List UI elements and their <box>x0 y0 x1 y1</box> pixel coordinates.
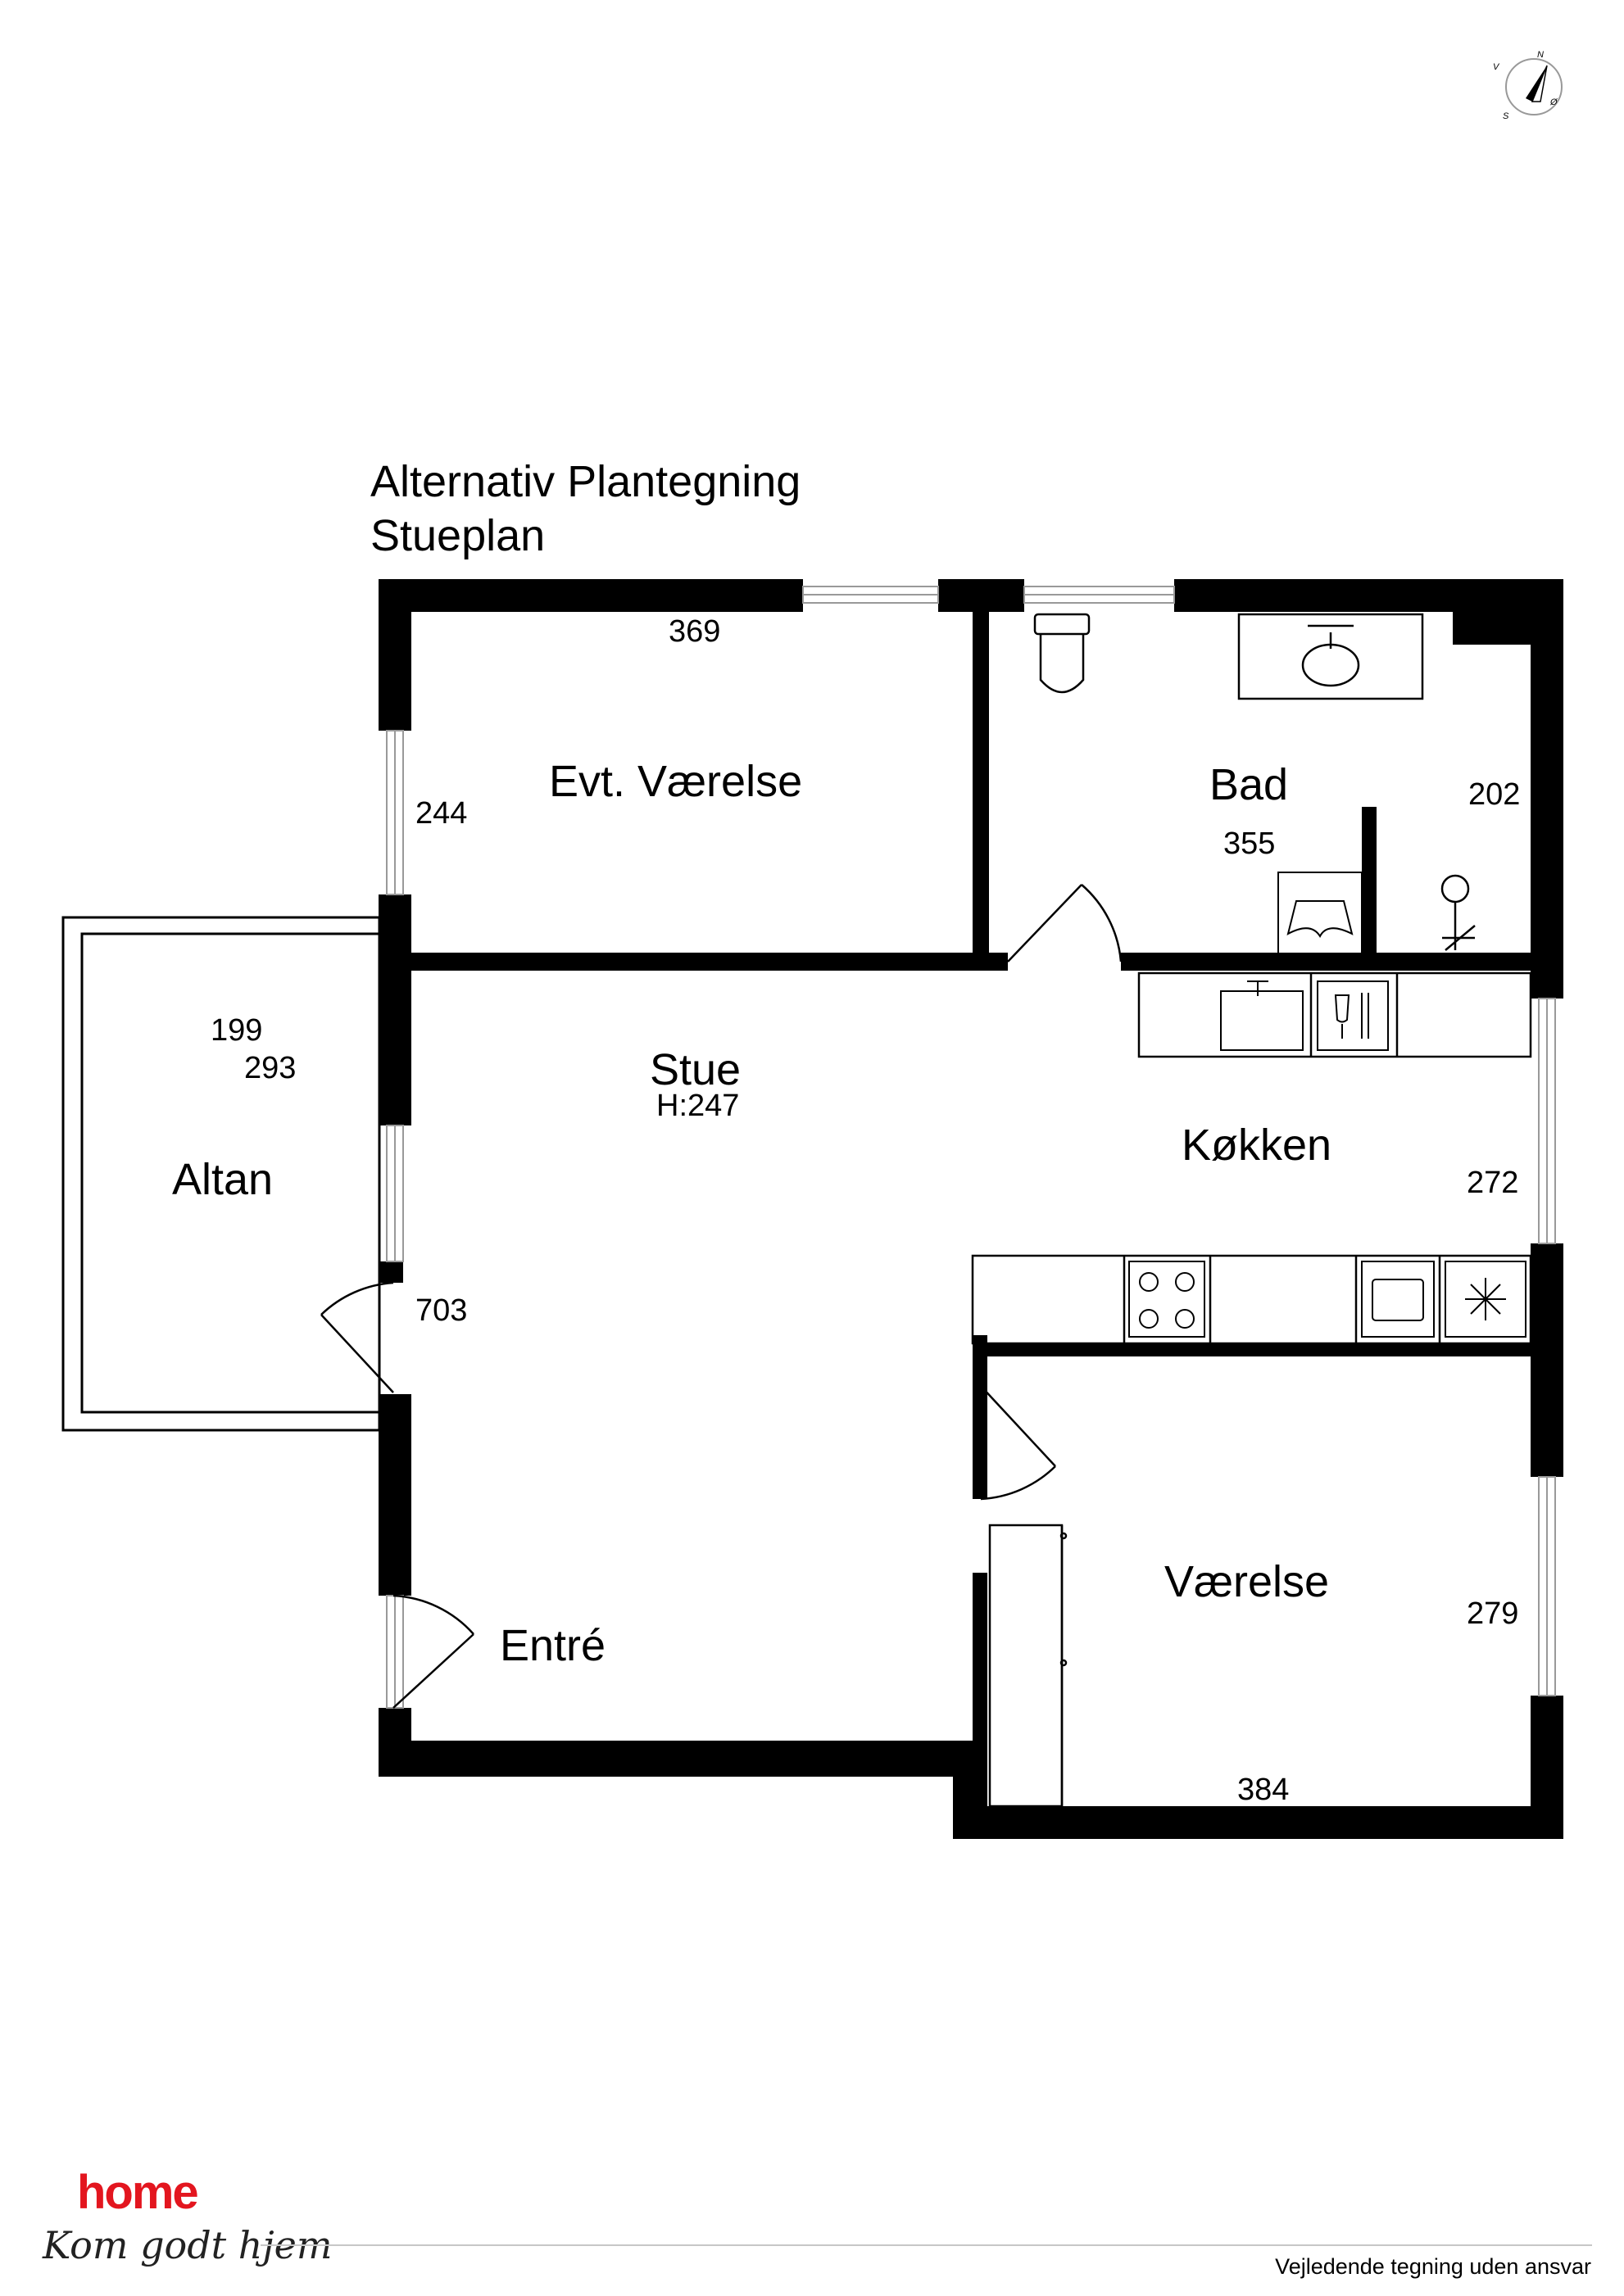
bad-name: Bad <box>1209 760 1288 809</box>
exterior-walls <box>379 579 1563 1839</box>
wardrobe-icon <box>988 1524 1068 1808</box>
oven-icon <box>1361 1261 1435 1338</box>
evt-vaerelse-dim-top: 369 <box>669 614 720 649</box>
interior-walls <box>411 612 1563 1757</box>
doors <box>320 884 1123 1709</box>
compass-o-label: Ø <box>1549 97 1558 107</box>
compass-icon: N V Ø S <box>1493 50 1563 121</box>
toilet-icon <box>1033 613 1091 694</box>
compass-s-label: S <box>1503 111 1509 121</box>
bad-dim-a: 355 <box>1223 826 1275 861</box>
stue-dim: 703 <box>415 1293 467 1328</box>
compass-v-label: V <box>1493 62 1500 72</box>
plan-subtitle: Stueplan <box>370 511 546 560</box>
kitchen-sink-icon <box>1220 980 1304 1051</box>
brand-logo: home <box>77 2166 199 2219</box>
vaerelse-name: Værelse <box>1164 1557 1329 1606</box>
footer-disclaimer: Vejledende tegning uden ansvar <box>1275 2254 1591 2279</box>
evt-vaerelse-name: Evt. Værelse <box>549 757 802 806</box>
footer-divider <box>261 2244 1592 2246</box>
altan-dim-b: 293 <box>244 1051 296 1085</box>
windows <box>386 586 1556 1709</box>
entre-name: Entré <box>500 1621 606 1670</box>
evt-vaerelse-dim-side: 244 <box>415 796 467 831</box>
koekken-dim: 272 <box>1467 1166 1518 1200</box>
shower-icon <box>1440 874 1476 951</box>
sink-icon <box>1237 613 1424 700</box>
vaerelse-dim-side: 279 <box>1467 1596 1518 1631</box>
vaerelse-dim-bottom: 384 <box>1237 1773 1289 1807</box>
balcony-outline <box>61 916 381 1432</box>
koekken-name: Køkken <box>1182 1121 1331 1170</box>
kitchen-counter-lower <box>971 1254 1532 1345</box>
altan-name: Altan <box>172 1155 273 1204</box>
stue-name: Stue <box>650 1045 741 1094</box>
dishwasher-icon <box>1317 980 1389 1051</box>
stove-icon <box>1128 1261 1205 1338</box>
bad-dim-b: 202 <box>1468 777 1520 812</box>
washing-machine-icon <box>1277 872 1363 955</box>
altan-dim-a: 199 <box>211 1013 262 1048</box>
kitchen-counter-upper <box>1137 971 1532 1058</box>
plan-title: Alternativ Plantegning <box>370 457 801 506</box>
fan-icon <box>1445 1261 1526 1338</box>
stue-height: H:247 <box>656 1089 739 1123</box>
compass-n-label: N <box>1537 50 1544 60</box>
